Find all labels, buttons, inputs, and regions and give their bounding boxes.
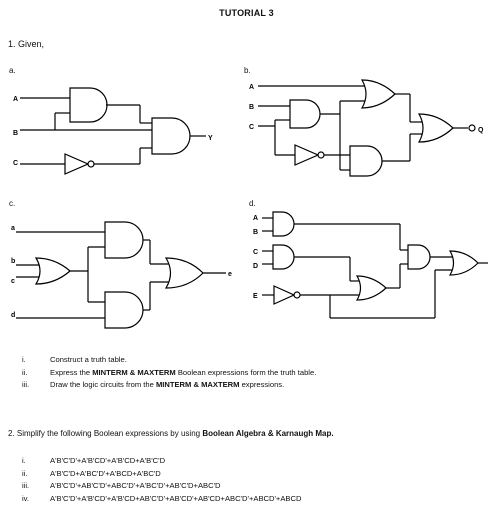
task-text: Draw the logic circuits from the MINTERM… [50, 379, 284, 392]
task-text: Construct a truth table. [50, 355, 127, 364]
question-2-heading: 2. Simplify the following Boolean expres… [8, 429, 334, 438]
expression-text: A'B'C'D+A'BC'D'+A'BCD+A'BC'D [50, 468, 161, 478]
and-gate-d3 [407, 244, 431, 270]
circuit-b-input-b: B [249, 104, 254, 111]
question-1-heading: 1. Given, [8, 39, 45, 49]
task-text-bold: MINTERM & MAXTERM [155, 380, 240, 389]
and-gate-b1 [289, 99, 321, 129]
and-gate-d2 [272, 244, 295, 270]
expression-number: iii. [22, 481, 30, 490]
page-title: TUTORIAL 3 [219, 8, 274, 18]
circuit-a-output-y: Y [208, 135, 213, 142]
or-gate-c2 [164, 257, 204, 289]
expression-item: iii. A'B'C'D'+AB'C'D'+ABC'D'+A'BC'D'+AB'… [22, 480, 487, 493]
not-gate-d1 [273, 285, 296, 305]
circuit-b-output-q: Q [478, 127, 484, 134]
task-item: ii. Express the MINTERM & MAXTERM Boolea… [22, 367, 482, 380]
task-text-pre: Express the [50, 367, 93, 377]
and-gate-c1 [104, 221, 144, 259]
circuit-d-input-b: B [253, 229, 258, 236]
question-2-items: i. A'B'C'D'+A'B'CD'+A'B'CD+A'B'C'D ii. A… [22, 455, 487, 505]
circuit-b-input-c: C [249, 124, 254, 131]
expression-number: ii. [22, 468, 28, 478]
circuit-b-input-a: A [249, 84, 254, 91]
or-gate-d1 [355, 275, 387, 301]
task-text-post: Boolean expressions form the truth table… [175, 367, 317, 377]
task-text-pre: Draw the logic circuits from the [50, 380, 156, 389]
or-gate-b2 [417, 113, 454, 143]
question-2-bold: Boolean Algebra & Karnaugh Map. [202, 429, 334, 438]
expression-item: i. A'B'C'D'+A'B'CD'+A'B'CD+A'B'C'D [22, 455, 487, 468]
task-text-bold: MINTERM & MAXTERM [92, 367, 176, 377]
circuit-c-label: c. [9, 199, 16, 208]
task-number: i. [22, 355, 26, 364]
task-text-post: expressions. [239, 380, 285, 389]
expression-text: A'B'C'D'+AB'C'D'+ABC'D'+A'BC'D'+AB'C'D+A… [50, 481, 221, 490]
task-text: Express the MINTERM & MAXTERM Boolean ex… [50, 367, 316, 380]
expression-text: A'B'C'D'+A'B'CD'+A'B'CD+AB'C'D'+AB'CD'+A… [50, 493, 302, 503]
and-gate-b2 [349, 145, 383, 177]
and-gate-c2 [104, 291, 144, 329]
circuit-a-label: a. [9, 66, 16, 75]
and-gate-1 [69, 87, 108, 123]
circuit-c-input-b: b [11, 258, 15, 265]
circuit-d-input-e: E [253, 293, 258, 300]
circuit-c-input-d: d [11, 312, 15, 319]
circuit-d-input-d: D [253, 263, 258, 270]
expression-item: ii. A'B'C'D+A'BC'D'+A'BCD+A'BC'D [22, 468, 487, 481]
circuit-b-label: b. [244, 66, 251, 75]
task-item: iii. Draw the logic circuits from the MI… [22, 379, 482, 392]
circuit-d-input-c: C [253, 249, 258, 256]
circuit-d-input-a: A [253, 215, 258, 222]
circuit-a-input-a: A [13, 96, 18, 103]
not-gate-1 [64, 153, 90, 175]
and-gate-d1 [272, 211, 295, 237]
task-number: ii. [22, 367, 28, 377]
task-number: iii. [22, 380, 30, 389]
expression-number: iv. [22, 493, 30, 503]
expression-number: i. [22, 456, 26, 465]
and-gate-2 [151, 117, 191, 155]
circuit-c-input-a: a [11, 225, 15, 232]
expression-text: A'B'C'D'+A'B'CD'+A'B'CD+A'B'C'D [50, 456, 166, 465]
or-gate-b1 [360, 79, 396, 109]
expression-item: iv. A'B'C'D'+A'B'CD'+A'B'CD+AB'C'D'+AB'C… [22, 493, 487, 506]
circuit-c-input-c: c [11, 278, 15, 285]
circuit-c-output-e: e [228, 271, 232, 278]
task-item: i. Construct a truth table. [22, 354, 482, 367]
or-gate-c1 [34, 257, 71, 285]
or-gate-d2 [448, 250, 479, 276]
circuit-a-input-b: B [13, 130, 18, 137]
question-2-text: 2. Simplify the following Boolean expres… [8, 429, 203, 438]
circuit-d-label: d. [249, 199, 256, 208]
question-1-tasks: i. Construct a truth table. ii. Express … [22, 354, 482, 392]
not-gate-b1 [294, 144, 320, 166]
circuit-a-input-c: C [13, 160, 18, 167]
